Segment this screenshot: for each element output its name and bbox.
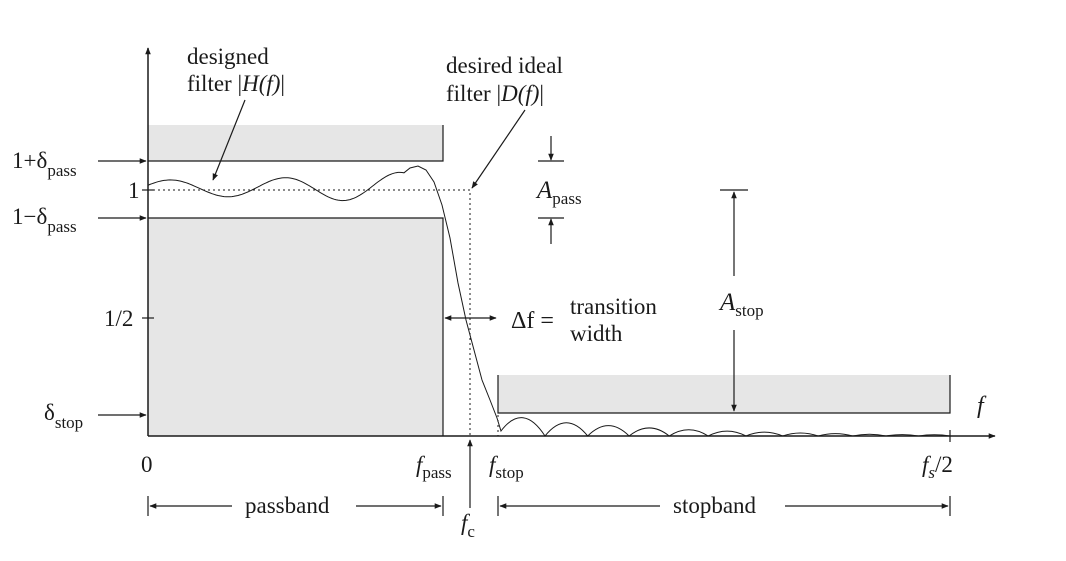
label-fs-half: fs/2 <box>922 452 953 482</box>
label-one-minus-delta-pass: 1−δpass <box>12 204 77 236</box>
ideal-filter-line <box>148 189 471 436</box>
label-ideal-filter-D: filter |D(f)| <box>446 81 544 106</box>
stopband-upper-band <box>498 375 950 413</box>
label-f-stop: fstop <box>489 452 524 482</box>
label-half: 1/2 <box>104 306 133 331</box>
label-zero: 0 <box>141 452 153 477</box>
label-a-stop: Astop <box>718 289 764 320</box>
designed-filter-response <box>147 165 951 437</box>
label-desired-ideal: desired ideal <box>446 53 563 78</box>
label-one: 1 <box>128 178 140 203</box>
passband-lower-region-edge <box>148 217 444 436</box>
label-axis-f: f <box>977 393 987 419</box>
passband-lower-region <box>148 218 443 436</box>
passband-upper-band <box>148 125 443 161</box>
label-passband: passband <box>245 493 330 518</box>
stopband-upper-band-edge <box>497 375 951 414</box>
label-transition: transition <box>570 294 657 319</box>
arrow-designed-filter <box>212 99 246 181</box>
label-a-pass: Apass <box>535 177 582 208</box>
label-f-pass: fpass <box>416 452 452 482</box>
label-delta-f: Δf = <box>511 308 554 334</box>
label-width: width <box>570 321 623 346</box>
label-delta-stop: δstop <box>44 400 83 432</box>
label-designed-filter-H: filter |H(f)| <box>187 71 285 96</box>
label-designed: designed <box>187 44 269 69</box>
label-stopband: stopband <box>673 493 757 518</box>
label-one-plus-delta-pass: 1+δpass <box>12 148 77 180</box>
label-f-c: fc <box>461 510 475 541</box>
passband-upper-band-edge <box>148 125 444 162</box>
arrow-ideal-filter <box>471 109 526 189</box>
